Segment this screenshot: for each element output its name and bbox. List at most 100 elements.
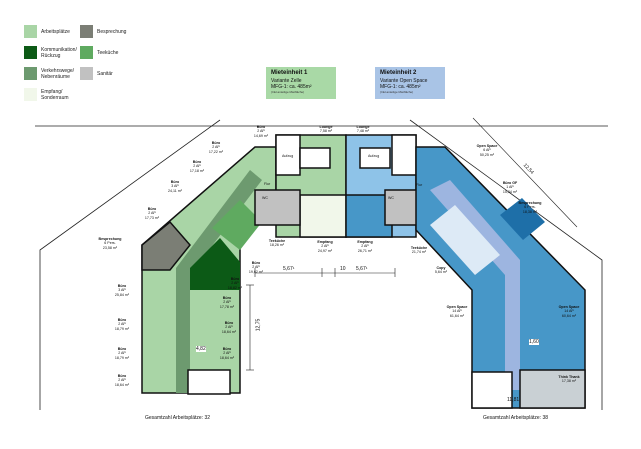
room-area: 14,69 m² <box>253 133 269 138</box>
room-area: 23,58 m² <box>102 245 118 250</box>
room-capacity: 2 AP <box>212 145 220 150</box>
room-name: Open Space <box>558 305 580 309</box>
room-capacity: 2 AP <box>361 244 369 249</box>
legend-label: Sanitär <box>97 70 113 77</box>
room-area: 26,71 m² <box>357 248 373 253</box>
elevator-label: Aufzug <box>282 154 294 158</box>
room-area: 19,62 m² <box>248 269 264 274</box>
unit-area: MFG-1: ca. 485m² <box>271 84 312 90</box>
total-workplaces-unit-2: Gesamtzahl Arbeitsplätze: 38 <box>483 415 549 421</box>
legend-swatch <box>24 25 37 38</box>
unit-1-wing <box>141 146 277 395</box>
dimension-label: 1,60 <box>529 339 539 345</box>
room-name: Lounge <box>319 125 333 129</box>
room-area: 21,74 m² <box>411 250 427 255</box>
unit-variant: Variante Zelle <box>271 78 302 84</box>
room-name: Büro <box>251 261 261 265</box>
room-capacity: 2 AP <box>223 351 231 356</box>
room-name: Besprechung <box>98 237 122 241</box>
room-capacity: 6 AP <box>483 148 491 153</box>
room-capacity: 2 AP <box>225 325 233 330</box>
legend-swatch <box>24 46 37 59</box>
room-area: 25,84 m² <box>114 292 130 297</box>
room-area: 17,38 m² <box>561 379 577 384</box>
room-name: Büro <box>222 296 232 300</box>
unit-variant: Variante Open Space <box>380 78 428 84</box>
dimension-label: 11,81 <box>507 397 520 403</box>
room-capacity: 2 AP <box>321 244 329 249</box>
room-name: Büro <box>222 347 232 351</box>
room-capacity: 3 AP <box>118 288 126 293</box>
corridor-label: Flur <box>264 182 271 186</box>
room-capacity: 2 AP <box>118 322 126 327</box>
room-name: Empfang <box>357 240 373 244</box>
legend-label: Kommunikation/ Rückzug <box>41 46 77 59</box>
room-capacity: 2 AP <box>223 300 231 305</box>
legend-swatch <box>80 67 93 80</box>
dimension-label: 12,75 <box>255 318 262 332</box>
room-area: 18,79 m² <box>114 326 130 331</box>
room-name: Büro <box>192 160 202 164</box>
legend-label: Empfang/ Sonderraum <box>41 88 69 101</box>
legend-label: Verkehrswege/ Nebenräume <box>41 67 75 80</box>
room-name: Open Space <box>476 144 498 148</box>
dimension-label: 10 <box>340 266 346 272</box>
room-area: 18,38 m² <box>522 209 538 214</box>
room-name: Büro <box>256 125 266 129</box>
room-capacity: 3 AP <box>171 184 179 189</box>
room-area: 24,97 m² <box>317 248 333 253</box>
room-area: 18,64 m² <box>221 329 237 334</box>
room-area: 7,58 m² <box>319 129 333 134</box>
room-capacity: 2 AP <box>193 164 201 169</box>
legend-swatch <box>80 46 93 59</box>
room-name: Büro <box>224 321 234 325</box>
dimension-label: 4,82 <box>196 346 206 352</box>
unit-note: (Inkl.anteilige Mietfläche) <box>380 90 414 94</box>
legend-verkehrswege: Verkehrswege/ Nebenräume <box>24 67 77 80</box>
legend-sanitaer: Sanitär <box>80 67 113 80</box>
legend-teekueche: Teeküche <box>80 46 118 59</box>
room-area: 7,48 m² <box>356 129 370 134</box>
room-name: Empfang <box>317 240 333 244</box>
room-capacity: 1 AP <box>506 185 514 190</box>
legend-arbeitsplaetze: Arbeitsplätze <box>24 25 70 38</box>
room-area: 18,64 m² <box>114 382 130 387</box>
room-name: Büro <box>117 374 127 378</box>
dimension-label: 5,67¹ <box>283 266 295 272</box>
unit-2-wing <box>415 146 586 409</box>
room-name: Büro <box>230 277 240 281</box>
room-name: Büro <box>117 318 127 322</box>
room-area: 17,78 m² <box>219 304 235 309</box>
room-name: Teeküche <box>268 239 286 243</box>
room-name: Büro <box>117 284 127 288</box>
room-capacity: 14 AP <box>452 309 462 314</box>
room-name: Open Space <box>446 305 468 309</box>
room-area: 18,82 m² <box>227 285 243 290</box>
unit-area: MFG-1: ca. 485m² <box>380 84 421 90</box>
room-area: 5,64 m² <box>434 270 448 275</box>
legend-label: Teeküche <box>97 49 119 56</box>
room-area: 18,79 m² <box>114 355 130 360</box>
legend-empfang: Empfang/ Sonderraum <box>24 88 73 101</box>
